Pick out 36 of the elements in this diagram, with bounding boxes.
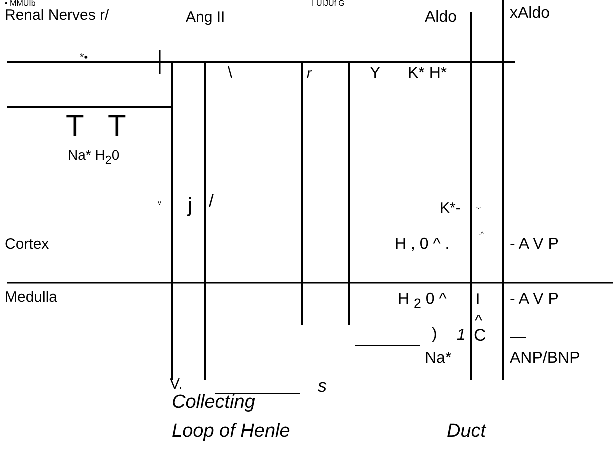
- mark-text: ): [432, 327, 438, 343]
- region-label: Cortex: [5, 237, 50, 252]
- transport-mark: T: [108, 112, 126, 142]
- hormone-label: xAldo: [510, 6, 550, 22]
- ion-label: Na*: [425, 351, 452, 367]
- segment-label: Loop of Henle: [172, 422, 290, 441]
- mark-text: ^: [475, 314, 483, 330]
- mark-text: s: [318, 377, 327, 395]
- faint-text: I UIJUf G: [312, 0, 345, 8]
- hormone-label: - A V P: [510, 292, 559, 308]
- mark-text: j: [188, 196, 192, 216]
- ion-label: H , 0 ^ .: [395, 237, 450, 253]
- mark-text: C: [474, 327, 486, 344]
- mark-text: \: [228, 66, 232, 82]
- ion-label: Y: [370, 66, 381, 82]
- ion-label: H $_{2}$ 0 ^: [398, 292, 447, 311]
- ion-label: Na* H$_{2}$0: [68, 148, 120, 166]
- segment-label: Collecting: [172, 393, 256, 412]
- mark-text: I: [476, 292, 480, 307]
- mark-text: *•: [80, 53, 88, 64]
- segment-label: Duct: [447, 422, 486, 441]
- hormone-label: Ang II: [186, 10, 226, 25]
- transport-mark: T: [66, 112, 84, 142]
- hormone-label: ANP/BNP: [510, 351, 580, 367]
- mark-text: 1: [457, 328, 466, 344]
- hormone-label: - A V P: [510, 237, 559, 253]
- ion-label: K* H*: [408, 66, 448, 82]
- mark-text: r: [307, 66, 312, 80]
- mark-text: /: [209, 192, 214, 210]
- mark-text: —: [510, 330, 526, 346]
- region-label: Medulla: [5, 290, 58, 305]
- ion-label: K*-: [440, 201, 461, 216]
- mark-text: V.: [170, 377, 183, 392]
- hormone-label: Aldo: [425, 10, 458, 26]
- faint-text: • MMUIb: [5, 0, 36, 8]
- nerve-label: Renal Nerves r/: [5, 8, 110, 23]
